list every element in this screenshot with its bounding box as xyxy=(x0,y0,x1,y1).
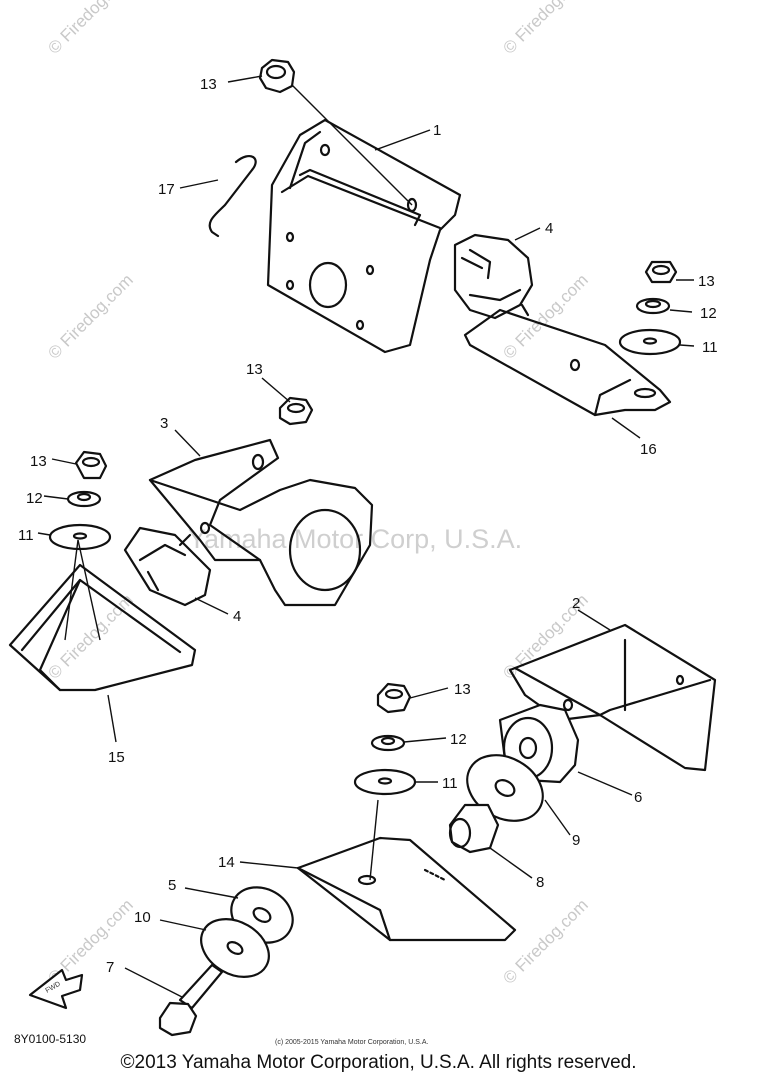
callout-13-top: 13 xyxy=(200,76,217,93)
watermark-3: © Firedog.com xyxy=(44,270,136,362)
leader-lines xyxy=(37,75,695,998)
callout-12-bottom: 12 xyxy=(450,731,467,748)
callout-15: 15 xyxy=(108,749,125,766)
callout-8: 8 xyxy=(536,874,544,891)
watermark-8: © Firedog.com xyxy=(499,895,591,987)
part-11-washer-right xyxy=(618,328,682,356)
watermark-1: © Firedog.com xyxy=(44,0,136,58)
part-17-clip xyxy=(208,154,257,238)
callout-4-top: 4 xyxy=(545,220,553,237)
callout-3: 3 xyxy=(160,415,168,432)
callout-1: 1 xyxy=(433,122,441,139)
part-15-bracket xyxy=(8,539,197,692)
callouts: 13 1 17 4 13 12 11 16 13 3 13 12 11 4 15… xyxy=(18,76,718,976)
callout-6: 6 xyxy=(634,789,642,806)
watermark-2: © Firedog.com xyxy=(499,0,591,58)
part-3-bracket xyxy=(148,438,374,607)
part-12-washer-right xyxy=(635,297,671,315)
watermarks: © Firedog.com © Firedog.com © Firedog.co… xyxy=(44,0,591,988)
callout-13-bottom: 13 xyxy=(454,681,471,698)
callout-12-left: 12 xyxy=(26,490,43,507)
part-11-washer-left xyxy=(48,523,112,551)
callout-13-left: 13 xyxy=(30,453,47,470)
callout-7: 7 xyxy=(106,959,114,976)
small-copyright: (c) 2005-2015 Yamaha Motor Corporation, … xyxy=(275,1039,428,1046)
part-13-nut-bottom xyxy=(376,682,412,714)
callout-10: 10 xyxy=(134,909,151,926)
callout-13-middle: 13 xyxy=(246,361,263,378)
part-16-bracket xyxy=(463,308,672,417)
part-12-washer-bottom xyxy=(370,734,406,752)
callout-11-right: 11 xyxy=(702,339,718,356)
part-1-bracket xyxy=(266,118,462,354)
fwd-arrow-icon: FWD xyxy=(28,968,84,1010)
part-13-nut-top xyxy=(258,58,413,206)
part-13-nut-middle xyxy=(278,396,314,426)
part-code: 8Y0100-5130 xyxy=(14,1032,86,1046)
part-7-bolt xyxy=(158,963,224,1037)
callout-12-right: 12 xyxy=(700,305,717,322)
copyright-footer: ©2013 Yamaha Motor Corporation, U.S.A. A… xyxy=(120,1052,637,1073)
callout-9: 9 xyxy=(572,832,580,849)
callout-5: 5 xyxy=(168,877,176,894)
part-11-washer-bottom xyxy=(353,768,417,881)
callout-11-left: 11 xyxy=(18,527,34,544)
part-12-washer-left xyxy=(66,490,102,508)
callout-14: 14 xyxy=(218,854,235,871)
part-8-collar xyxy=(448,803,500,854)
part-13-nut-left xyxy=(74,450,108,480)
part-14-plate xyxy=(296,836,517,942)
callout-4-middle: 4 xyxy=(233,608,241,625)
callout-17: 17 xyxy=(158,181,175,198)
part-4-mount-middle xyxy=(123,526,212,607)
callout-16: 16 xyxy=(640,441,657,458)
part-13-nut-right xyxy=(644,260,678,284)
callout-2: 2 xyxy=(572,595,580,612)
callout-11-bottom: 11 xyxy=(442,775,458,792)
watermark-5: © Firedog.com xyxy=(44,590,136,682)
part-4-mount-top xyxy=(453,233,534,320)
part-2-bracket xyxy=(508,623,717,772)
callout-13-right: 13 xyxy=(698,273,715,290)
